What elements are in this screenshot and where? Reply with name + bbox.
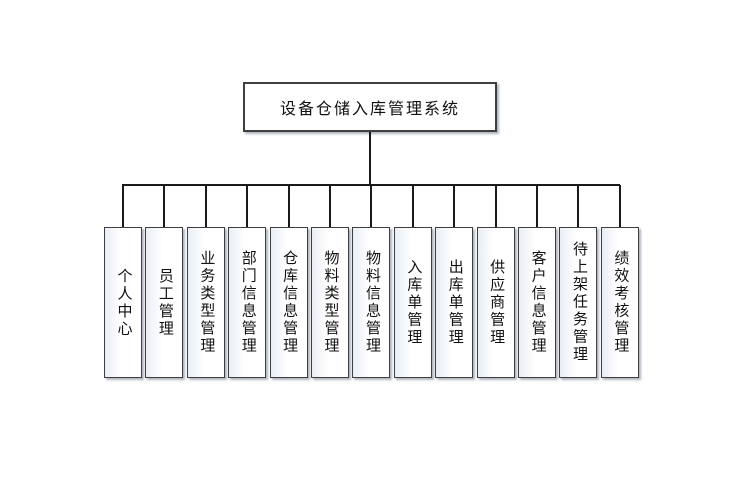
node-box: 部门信息管理 xyxy=(228,227,267,378)
node-box: 物料信息管理 xyxy=(352,227,391,378)
node-outbound-order-mgmt: 出库单管理 xyxy=(435,185,474,378)
node-warehouse-info-mgmt: 仓库信息管理 xyxy=(269,185,308,378)
connector-drop-line xyxy=(287,185,290,227)
connector-drop-line xyxy=(411,185,414,227)
node-label: 物料信息管理 xyxy=(363,250,380,355)
node-shelving-task-mgmt: 待上架任务管理 xyxy=(559,185,598,378)
connector-drop-line xyxy=(494,185,497,227)
node-label: 员工管理 xyxy=(156,267,173,338)
node-box: 入库单管理 xyxy=(393,227,432,378)
connector-drop-line xyxy=(163,185,166,227)
node-department-info-mgmt: 部门信息管理 xyxy=(228,185,267,378)
node-label: 客户信息管理 xyxy=(529,250,546,355)
node-label: 绩效考核管理 xyxy=(612,250,629,355)
node-label: 入库单管理 xyxy=(405,258,422,347)
node-box: 出库单管理 xyxy=(435,227,474,378)
connector-drop-line xyxy=(204,185,207,227)
connector-drop-line xyxy=(122,185,124,227)
node-performance-appraisal-mgmt: 绩效考核管理 xyxy=(600,185,639,378)
node-supplier-mgmt: 供应商管理 xyxy=(476,185,515,378)
node-label: 物料类型管理 xyxy=(322,250,339,355)
node-label: 业务类型管理 xyxy=(198,250,215,355)
node-box: 个人中心 xyxy=(104,227,142,378)
root-node-label: 设备仓储入库管理系统 xyxy=(279,101,460,118)
node-box: 待上架任务管理 xyxy=(559,227,598,378)
node-personal-center: 个人中心 xyxy=(104,185,142,378)
node-label: 出库单管理 xyxy=(446,258,463,347)
root-node: 设备仓储入库管理系统 xyxy=(243,82,497,132)
node-box: 供应商管理 xyxy=(476,227,515,378)
connector-drop-line xyxy=(453,185,456,227)
node-label: 个人中心 xyxy=(115,267,132,338)
node-label: 部门信息管理 xyxy=(239,250,256,355)
node-box: 业务类型管理 xyxy=(186,227,225,378)
connector-root-drop-line xyxy=(369,132,371,185)
node-inbound-order-mgmt: 入库单管理 xyxy=(393,185,432,378)
connector-drop-line xyxy=(577,185,580,227)
node-employee-mgmt: 员工管理 xyxy=(145,185,184,378)
node-box: 物料类型管理 xyxy=(311,227,350,378)
node-label: 待上架任务管理 xyxy=(570,241,587,364)
node-material-info-mgmt: 物料信息管理 xyxy=(352,185,391,378)
connector-drop-line xyxy=(618,185,621,227)
connector-drop-line xyxy=(536,185,539,227)
node-box: 员工管理 xyxy=(145,227,184,378)
connector-drop-line xyxy=(329,185,332,227)
node-material-type-mgmt: 物料类型管理 xyxy=(311,185,350,378)
node-box: 绩效考核管理 xyxy=(600,227,639,378)
children-row: 个人中心 员工管理 业务类型管理 部门信息管理 仓库信息管理 xyxy=(104,185,639,378)
connector-drop-line xyxy=(246,185,249,227)
node-box: 仓库信息管理 xyxy=(269,227,308,378)
connector-drop-line xyxy=(370,185,373,227)
node-box: 客户信息管理 xyxy=(518,227,557,378)
node-label: 供应商管理 xyxy=(488,258,505,347)
node-business-type-mgmt: 业务类型管理 xyxy=(186,185,225,378)
node-customer-info-mgmt: 客户信息管理 xyxy=(518,185,557,378)
node-label: 仓库信息管理 xyxy=(281,250,298,355)
